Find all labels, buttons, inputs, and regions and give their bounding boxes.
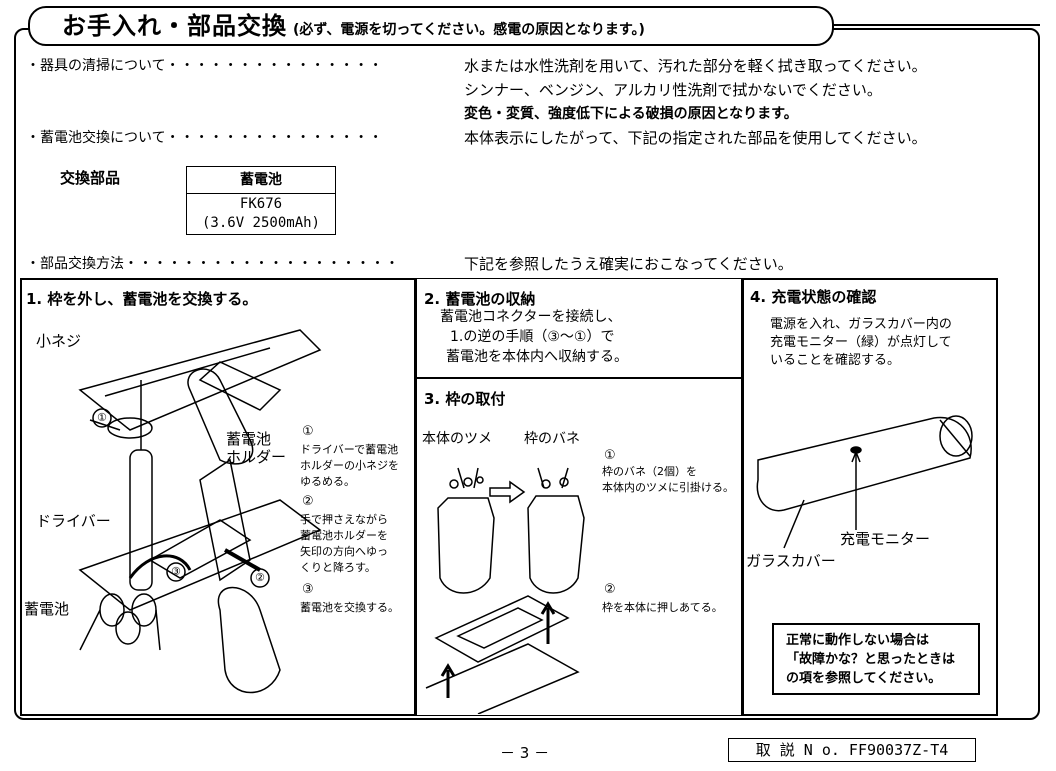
- inst1-line2: ホルダーの小ネジを: [300, 459, 399, 472]
- inst1-line1: ドライバーで蓄電池: [300, 443, 399, 456]
- step4-line2: 充電モニター（緑）が点灯して: [770, 335, 952, 350]
- inst2-number: ②: [302, 494, 314, 509]
- item-replacement: ・部品交換方法・・・・・・・・・・・・・・・・・・・: [26, 254, 400, 274]
- inst2-line1: 手で押さえながら: [300, 513, 388, 526]
- safety-note: (必ず、電源を切ってください。感電の原因となります。): [293, 22, 645, 38]
- step1-title: 1. 枠を外し、蓄電池を交換する。: [26, 290, 258, 308]
- step2-line2: 1.の逆の手順（③～①）で: [450, 329, 615, 345]
- document-number: 取 説 N o. FF90037Z-T4: [728, 738, 976, 762]
- item-label: ・器具の清掃について: [26, 58, 166, 74]
- step4-line3: いることを確認する。: [770, 353, 901, 368]
- label-charge-monitor: 充電モニター: [840, 530, 931, 548]
- troubleshoot-note: 正常に動作しない場合は 「故障かな？と思ったときは の項を参照してください。: [772, 623, 980, 695]
- leader-dots: ・・・・・・・・・・・・・・・: [165, 58, 384, 74]
- step3-title: 3. 枠の取付: [424, 390, 506, 408]
- step3-inst2-line1: 枠を本体に押しあてる。: [602, 601, 723, 614]
- inst2-line4: くりと降ろす。: [300, 561, 376, 574]
- label-screw: 小ネジ: [36, 332, 82, 350]
- battery-model: FK676: [239, 196, 283, 212]
- cleaning-line-1: 水または水性洗剤を用いて、汚れた部分を軽く拭き取ってください。: [464, 57, 927, 75]
- cleaning-warning: 変色・変質、強度低下による破損の原因となります。: [464, 106, 798, 122]
- parts-table-header: 蓄電池: [186, 166, 336, 194]
- note-line3: の項を参照してください。: [786, 671, 942, 686]
- label-driver: ドライバー: [36, 512, 111, 530]
- step2-line1: 蓄電池コネクターを接続し、: [440, 309, 622, 325]
- leader-dots: ・・・・・・・・・・・・・・・: [165, 130, 384, 146]
- step3-inst1-line2: 本体内のツメに引掛ける。: [602, 481, 734, 494]
- step3-illustration: [425, 467, 585, 714]
- item-cleaning: ・器具の清掃について・・・・・・・・・・・・・・・: [26, 56, 383, 76]
- note-line1: 正常に動作しない場合は: [786, 633, 930, 648]
- parts-table: 蓄電池 FK676 (3.6V 2500mAh): [186, 166, 336, 235]
- section-title: お手入れ・部品交換: [62, 12, 287, 40]
- parts-label: 交換部品: [60, 169, 121, 187]
- replacement-instruction: 下記を参照したうえ確実におこなってください。: [464, 255, 793, 273]
- item-battery: ・蓄電池交換について・・・・・・・・・・・・・・・: [26, 128, 383, 148]
- inst3-number: ③: [302, 582, 314, 597]
- section-title-tab: お手入れ・部品交換 (必ず、電源を切ってください。感電の原因となります。): [28, 6, 834, 46]
- step3-panel: [416, 378, 742, 716]
- step3-inst1-line1: 枠のバネ（2個）を: [602, 465, 697, 478]
- label-battery: 蓄電池: [24, 600, 70, 618]
- inst3-line1: 蓄電池を交換する。: [300, 601, 399, 614]
- item-label: ・蓄電池交換について: [26, 130, 166, 146]
- callout-1: ①: [97, 411, 107, 424]
- step3-inst2-number: ②: [604, 582, 616, 597]
- label-fixture-tab: 本体のツメ: [422, 431, 492, 447]
- step1-panel: [20, 278, 416, 716]
- step4-illustration: [756, 415, 973, 549]
- leader-dots: ・・・・・・・・・・・・・・・・・・・: [124, 256, 400, 272]
- label-frame-spring: 枠のバネ: [524, 431, 580, 447]
- step2-panel: [416, 278, 742, 378]
- battery-spec: (3.6V 2500mAh): [201, 215, 320, 231]
- cleaning-line-2: シンナー、ベンジン、アルカリ性洗剤で拭かないでください。: [464, 81, 882, 99]
- label-glass-cover: ガラスカバー: [746, 552, 836, 570]
- step2-title: 2. 蓄電池の収納: [424, 290, 536, 308]
- item-label: ・部品交換方法: [26, 256, 124, 272]
- inst2-line3: 矢印の方向へゆっ: [300, 545, 388, 558]
- callout-3: ③: [171, 565, 181, 578]
- callout-2: ②: [255, 571, 265, 584]
- header-rule: [834, 24, 1040, 26]
- step3-inst1-number: ①: [604, 448, 616, 463]
- page-number: － 3 －: [500, 744, 550, 762]
- step4-title: 4. 充電状態の確認: [750, 288, 877, 306]
- step2-line3: 蓄電池を本体内へ収納する。: [446, 349, 628, 365]
- battery-instruction: 本体表示にしたがって、下記の指定された部品を使用してください。: [464, 129, 927, 147]
- step1-illustration: [78, 329, 322, 694]
- inst1-number: ①: [302, 424, 314, 439]
- step4-line1: 電源を入れ、ガラスカバー内の: [770, 317, 952, 332]
- label-holder-line2: ホルダー: [226, 448, 287, 466]
- inst1-line3: ゆるめる。: [300, 475, 355, 488]
- note-line2: 「故障かな？と思ったときは: [786, 652, 956, 667]
- step4-panel: [742, 278, 998, 716]
- inst2-line2: 蓄電池ホルダーを: [300, 529, 388, 542]
- label-holder-line1: 蓄電池: [226, 430, 272, 448]
